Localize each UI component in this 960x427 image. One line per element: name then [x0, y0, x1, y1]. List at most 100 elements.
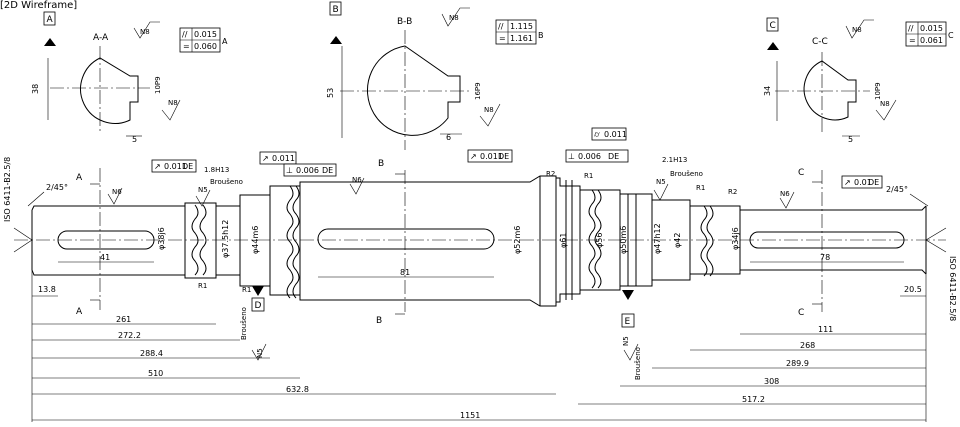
section-b-arrow [330, 36, 342, 44]
left-center-hole [13, 227, 33, 253]
dim-left-3: 288.4 [140, 349, 163, 358]
datum-e-letter: E [625, 317, 631, 327]
section-b-tol1-value: 1.115 [510, 22, 533, 31]
roughness-label-2: N5 [198, 186, 208, 194]
section-c-dim-width: 5 [848, 135, 853, 144]
diameter-label-6: φ56 [595, 233, 604, 248]
section-b-rough-side: N8 [484, 106, 494, 114]
diameter-label-3: φ44m6 [251, 226, 260, 254]
radius-label-5: R1 [696, 184, 705, 192]
dim-right-5: 517.2 [742, 395, 765, 404]
dim-right-3: 289.9 [786, 359, 809, 368]
section-b-flag-box [329, 1, 342, 16]
roughness-symbols: N6 N5 N6 N5 N6 N5 N5 [107, 176, 795, 361]
tol-frame-1-box [591, 127, 627, 141]
shaft-profile-bottom [31, 269, 927, 307]
diameter-label-7: φ50m6 [619, 226, 628, 254]
section-b-rough-side-symbol [479, 103, 501, 127]
section-a-tol1-value: 0.015 [194, 30, 217, 39]
section-b-flag-letter: B [333, 5, 339, 15]
groove-note-2: 2.1H13 [662, 156, 687, 164]
dim-right-4: 308 [764, 377, 779, 386]
section-b-b: B B-B 53 6 N8 16P9 N8 // 1.115 = 1.161 B [326, 1, 544, 150]
tol-frame-5-box [283, 163, 337, 177]
diameter-label-8: φ47h12 [653, 223, 662, 254]
datum-d-triangle [252, 286, 264, 296]
rough-sym-3 [349, 177, 365, 195]
section-b-tol2-value: 1.161 [510, 34, 533, 43]
break-line-5 [588, 189, 596, 289]
cut-c-bottom-label: C [798, 308, 804, 318]
datum-d-letter: D [255, 301, 262, 311]
section-a-tolerance-frame: // 0.015 = 0.060 A [179, 27, 228, 53]
section-c-rough-top-symbol [845, 19, 874, 39]
roughness-label-1: N6 [112, 188, 122, 196]
datum-e: E [621, 290, 635, 328]
roughness-label-4: N5 [656, 178, 666, 186]
section-a-rough-side: N8 [168, 99, 178, 107]
break-line-6 [594, 189, 602, 289]
viewport-label[interactable]: [2D Wireframe] [0, 0, 78, 11]
roughness-label-5: N6 [780, 190, 790, 198]
section-a-dim-height: 38 [31, 84, 40, 94]
section-c-flag-letter: C [770, 21, 776, 31]
section-a-rough-top-symbol [133, 21, 160, 39]
section-c-tol-datum: C [948, 31, 954, 40]
keyway-left-length: 41 [100, 253, 110, 262]
section-a-dim-width: 5 [132, 135, 137, 144]
diameter-label-4: φ52m6 [513, 226, 522, 254]
section-c-profile [803, 60, 857, 121]
ground-note-4: Broušeno [634, 347, 642, 380]
diameter-label-9: φ42 [673, 233, 682, 248]
groove-note-1: 1.8H13 [204, 166, 229, 174]
overall-length: 1151 [460, 411, 480, 420]
left-center-note: ISO 6411-B2.5/8 [3, 157, 12, 222]
tol-frame-4-symbol: ↗ [154, 162, 161, 171]
tol-frame-4-value: 0.011 [164, 162, 187, 171]
chamfer-left: 2/45° [46, 183, 68, 192]
diameter-label-10: φ34j6 [731, 227, 740, 250]
section-c-rough-side-symbol [875, 99, 897, 121]
datum-e-triangle [622, 290, 634, 300]
tol-frame-3-box [259, 151, 297, 165]
tol-frame-6-datums: DE [498, 152, 509, 161]
tol-frame-2-value: 0.006 [578, 152, 601, 161]
section-c-tol1-symbol: // [908, 24, 914, 33]
roughness-label-6: N5 [256, 348, 264, 358]
tol-frame-2-datums: DE [608, 152, 619, 161]
dim-left-5: 632.8 [286, 385, 309, 394]
tol-frame-5-symbol: ⊥ [286, 166, 293, 175]
radius-label-1: R1 [198, 282, 207, 290]
tol-frame-7-value: 0.01 [854, 178, 872, 187]
section-b-rough-top-symbol [441, 7, 470, 27]
tol-frame-6-value: 0.011 [480, 152, 503, 161]
radius-label-2: R1 [242, 286, 251, 294]
section-c-arrow [767, 42, 779, 50]
keyway-right [749, 231, 905, 249]
section-a-flag-box [43, 11, 56, 26]
rough-sym-2 [195, 189, 211, 207]
section-b-tolerance-frame: // 1.115 = 1.161 B [495, 19, 544, 45]
rough-sym-1 [107, 187, 123, 205]
section-a-rough-top: N8 [140, 28, 150, 36]
break-line-1 [191, 204, 199, 276]
section-c-fit: 10P9 [874, 82, 882, 100]
tol-frame-4-box [151, 159, 197, 173]
section-c-tol2-value: 0.061 [920, 36, 943, 45]
dim-left-1: 261 [116, 315, 131, 324]
tol-frame-6-symbol: ↗ [470, 152, 477, 161]
radius-label-4: R1 [584, 172, 593, 180]
section-b-tol-datum: B [538, 31, 544, 40]
rough-sym-7 [623, 343, 639, 361]
dimension-chain-right: 111 268 289.9 308 517.2 [578, 325, 926, 405]
chamfer-right: 2/45° [886, 185, 908, 194]
tol-frame-4-datums: DE [182, 162, 193, 171]
tol-frame-5-datums: DE [322, 166, 333, 175]
chamfer-right-leader [909, 193, 929, 207]
shaft-outline [31, 175, 927, 307]
keyway-right-length: 78 [820, 253, 830, 262]
section-b-title: B-B [397, 17, 412, 27]
section-a-tol1-symbol: // [182, 30, 188, 39]
cut-c-top-label: C [798, 168, 804, 178]
section-c-rough-side: N8 [880, 100, 890, 108]
